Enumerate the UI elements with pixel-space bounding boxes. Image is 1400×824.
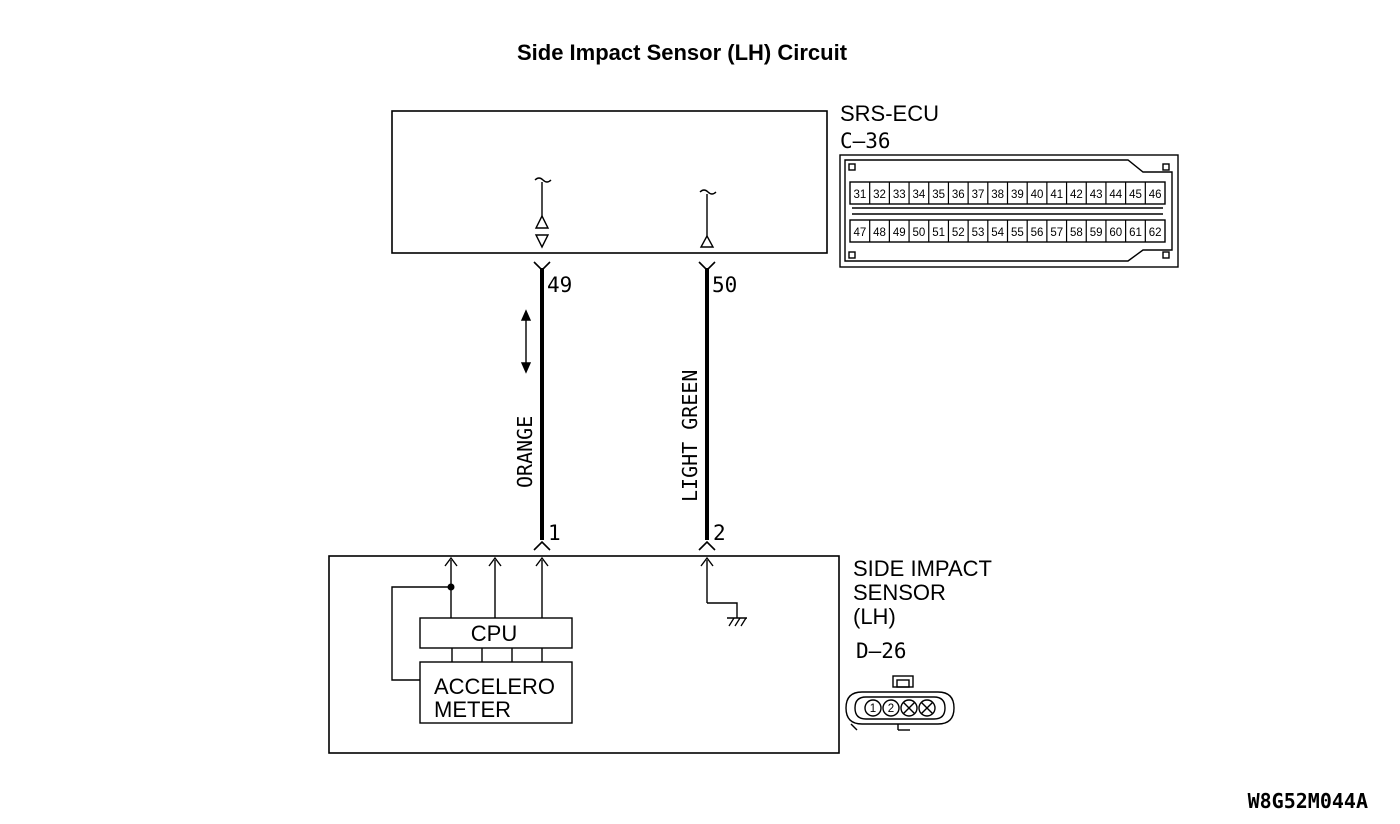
ecu-terminal-50-symbol bbox=[699, 189, 717, 248]
wire-orange-sensor-pin: 1 bbox=[548, 521, 561, 545]
c36-pin-57: 57 bbox=[1050, 227, 1063, 239]
c36-pin-32: 32 bbox=[873, 189, 886, 201]
c36-pin-37: 37 bbox=[972, 189, 985, 201]
c36-pin-48: 48 bbox=[873, 227, 886, 239]
c36-pin-49: 49 bbox=[893, 227, 906, 239]
wire-orange bbox=[533, 261, 551, 551]
ecu-connector-code: C–36 bbox=[840, 129, 891, 153]
ecu-name: SRS-ECU bbox=[840, 101, 939, 126]
c36-pin-47: 47 bbox=[853, 227, 866, 239]
connector-c36-face bbox=[839, 154, 1179, 268]
c36-pin-44: 44 bbox=[1109, 189, 1122, 201]
accelerometer-label-line-1: ACCELERO bbox=[434, 674, 555, 699]
c36-pin-34: 34 bbox=[913, 189, 926, 201]
d26-pin-1: 1 bbox=[870, 703, 876, 715]
ecu-terminal-49-symbol bbox=[534, 177, 552, 249]
cpu-label: CPU bbox=[471, 621, 517, 646]
diagram-title: Side Impact Sensor (LH) Circuit bbox=[517, 40, 848, 65]
c36-pin-36: 36 bbox=[952, 189, 965, 201]
c36-pin-62: 62 bbox=[1149, 227, 1162, 239]
c36-pin-39: 39 bbox=[1011, 189, 1024, 201]
connector-d26-face bbox=[845, 675, 955, 731]
c36-pin-54: 54 bbox=[991, 227, 1004, 239]
c36-pin-50: 50 bbox=[913, 227, 926, 239]
c36-pin-58: 58 bbox=[1070, 227, 1083, 239]
wire-orange-ecu-pin: 49 bbox=[547, 273, 572, 297]
accelerometer-block bbox=[419, 661, 573, 724]
accelerometer-label-line-2: METER bbox=[434, 697, 511, 722]
c36-pin-59: 59 bbox=[1090, 227, 1103, 239]
wire-orange-label: ORANGE bbox=[513, 416, 537, 488]
c36-pin-38: 38 bbox=[991, 189, 1004, 201]
c36-pin-60: 60 bbox=[1109, 227, 1122, 239]
sensor-name-line-1: SIDE IMPACT bbox=[853, 556, 992, 581]
c36-pin-53: 53 bbox=[972, 227, 985, 239]
c36-pin-46: 46 bbox=[1149, 189, 1162, 201]
c36-pin-45: 45 bbox=[1129, 189, 1142, 201]
c36-pin-41: 41 bbox=[1050, 189, 1063, 201]
wire-light-green-label: LIGHT GREEN bbox=[678, 370, 702, 502]
c36-pin-52: 52 bbox=[952, 227, 965, 239]
c36-pin-56: 56 bbox=[1031, 227, 1044, 239]
wire-light-green-ecu-pin: 50 bbox=[712, 273, 737, 297]
c36-pin-51: 51 bbox=[932, 227, 945, 239]
wire-light-green bbox=[698, 261, 716, 551]
connector-c36-pin-grid: 31 32 33 34 35 36 37 38 39 40 41 42 43 44 45 46 47 48 49 50… bbox=[853, 182, 1162, 242]
wire-light-green-sensor-pin: 2 bbox=[713, 521, 726, 545]
c36-pin-61: 61 bbox=[1129, 227, 1142, 239]
sensor-name-line-3: (LH) bbox=[853, 604, 896, 629]
c36-pin-31: 31 bbox=[853, 189, 866, 201]
c36-pin-40: 40 bbox=[1031, 189, 1044, 201]
sensor-name-line-2: SENSOR bbox=[853, 580, 946, 605]
c36-pin-43: 43 bbox=[1090, 189, 1103, 201]
sensor-internal-wiring bbox=[391, 556, 747, 681]
sensor-connector-code: D–26 bbox=[856, 639, 907, 663]
cpu-block bbox=[419, 617, 573, 649]
side-impact-sensor-box bbox=[328, 555, 840, 754]
ground-icon bbox=[728, 617, 747, 627]
junction-dot bbox=[447, 583, 455, 591]
bidirectional-signal-arrow bbox=[520, 309, 532, 374]
srs-ecu-box bbox=[391, 110, 828, 254]
figure-code: W8G52M044A bbox=[1248, 789, 1368, 813]
c36-pin-42: 42 bbox=[1070, 189, 1083, 201]
d26-pin-2: 2 bbox=[888, 703, 894, 715]
c36-pin-35: 35 bbox=[932, 189, 945, 201]
c36-pin-55: 55 bbox=[1011, 227, 1024, 239]
c36-pin-33: 33 bbox=[893, 189, 906, 201]
